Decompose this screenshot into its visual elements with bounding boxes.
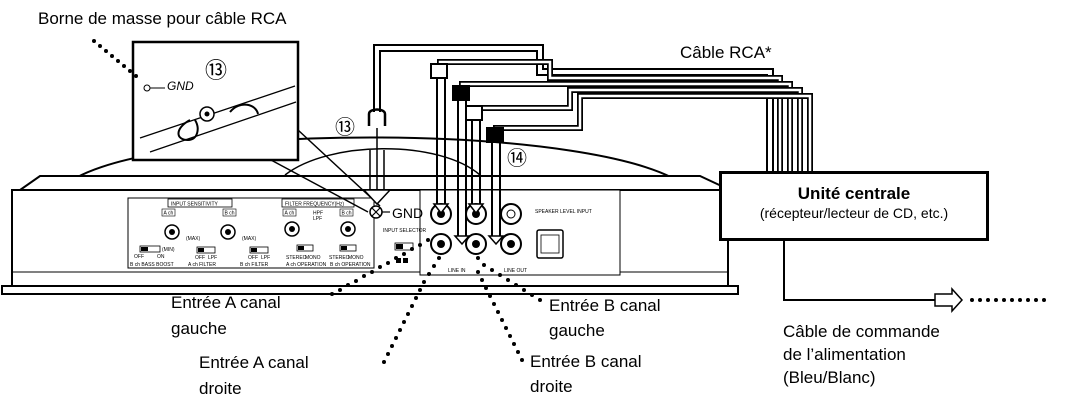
freq-b-ch-tag: B ch [342, 211, 352, 217]
callout-input-b-right-line1: Entrée B canal [530, 352, 642, 371]
leader-input-b-left [476, 256, 542, 302]
callout-power-cable-line3: (Bleu/Blanc) [783, 368, 876, 387]
b-operation-label: B ch OPERATION [330, 262, 371, 268]
callout-power-cable-line2: de l’alimentation [783, 345, 906, 364]
ground-arrow-icon [362, 189, 392, 206]
knob-a-max-label: (MAX) [186, 236, 201, 242]
leader-input-a-right [382, 256, 441, 364]
leader-power-cable [970, 298, 1046, 302]
inset-ref-13: ⑬ [205, 59, 227, 84]
a-filter-label: A ch FILTER [188, 262, 216, 268]
callout-input-a-right-line1: Entrée A canal [199, 353, 309, 372]
b-filter-lpf-label: LPF [261, 255, 270, 261]
bass-boost-min-label: (MIN) [162, 247, 175, 253]
leader-input-b-right [476, 270, 524, 362]
knob-sensitivity-a[interactable] [164, 224, 180, 240]
power-control-wire [783, 241, 935, 301]
knob-sensitivity-b[interactable] [220, 224, 236, 240]
rca-plug-a-left-icon [430, 63, 448, 79]
input-selector-label: INPUT SELECTOR [383, 228, 427, 234]
a-filter-switch[interactable] [196, 246, 216, 254]
filter-frequency-label: FILTER FREQUENCY(Hz) [285, 202, 344, 208]
knob-frequency-a[interactable] [284, 221, 300, 237]
line-in-jack-b-right[interactable] [465, 233, 487, 255]
line-out-jack-right[interactable] [500, 233, 522, 255]
sens-a-ch-tag: A ch [164, 211, 174, 217]
bass-boost-label: B ch BASS BOOST [130, 262, 174, 268]
hpf-label: HPF [313, 211, 323, 217]
inset-lug-icon [177, 119, 199, 142]
ref-14-label: ⑭ [507, 146, 527, 170]
line-out-jack-left[interactable] [500, 203, 522, 225]
knob-frequency-b[interactable] [340, 221, 356, 237]
rca-cables [430, 59, 813, 246]
b-op-mono-label: MONO [348, 255, 364, 261]
line-in-label: LINE IN [448, 268, 466, 274]
lpf-label: LPF [313, 216, 322, 222]
input-selector-switch[interactable] [394, 242, 414, 251]
input-sensitivity-label: INPUT SENSITIVITY [171, 202, 219, 208]
callout-input-b-left-line1: Entrée B canal [549, 296, 661, 315]
inset-gnd-label: GND [167, 79, 194, 93]
leader-ground-terminal [92, 39, 138, 78]
knob-b-max-label: (MAX) [242, 236, 257, 242]
a-filter-lpf-label: LPF [208, 255, 217, 261]
filter-frequency-frame [281, 198, 355, 208]
ground-lug-icon [367, 108, 387, 126]
b-filter-label: B ch FILTER [240, 262, 269, 268]
b-operation-switch[interactable] [339, 244, 357, 252]
bass-boost-on-label: ON [157, 254, 165, 260]
line-out-label: LINE OUT [504, 268, 527, 274]
a-op-stereo-label: STEREO [286, 255, 307, 261]
power-arrow-icon [934, 287, 964, 313]
rca-plug-b-left-icon [465, 105, 483, 121]
sens-b-ch-tag: B ch [225, 211, 235, 217]
leader-input-a-left [330, 238, 430, 296]
speaker-level-input-label: SPEAKER LEVEL INPUT [535, 209, 592, 215]
rca-cable-label: Câble RCA* [680, 43, 772, 62]
line-in-jack-a-right[interactable] [430, 233, 452, 255]
head-unit-title: Unité centrale [797, 184, 911, 203]
bass-boost-switch[interactable] [139, 245, 161, 253]
ground-inset: GND ⑬ [131, 40, 300, 162]
rca-plug-a-right-icon [452, 85, 470, 101]
head-unit-box: Unité centrale (récepteur/lecteur de CD,… [719, 171, 989, 241]
b-filter-off-label: OFF [248, 255, 258, 261]
leader-lines [92, 39, 1046, 364]
gnd-label: GND [392, 205, 423, 221]
bass-boost-off-label: OFF [134, 254, 144, 260]
input-sensitivity-frame [167, 198, 233, 208]
callout-input-a-right-line2: droite [199, 379, 242, 398]
callout-input-b-left-line2: gauche [549, 321, 605, 340]
ground-screw[interactable] [369, 205, 383, 219]
rca-plug-b-right-icon [486, 127, 504, 143]
head-unit-subtitle: (récepteur/lecteur de CD, etc.) [759, 205, 949, 221]
a-op-mono-label: MONO [305, 255, 321, 261]
a-operation-switch[interactable] [296, 244, 314, 252]
b-op-stereo-label: STEREO [329, 255, 350, 261]
a-filter-off-label: OFF [195, 255, 205, 261]
ref-13-label: ⑬ [335, 115, 355, 139]
b-filter-switch[interactable] [249, 246, 269, 254]
callout-input-a-left-line1: Entrée A canal [171, 293, 281, 312]
a-operation-label: A ch OPERATION [286, 262, 327, 268]
freq-a-ch-tag: A ch [285, 211, 295, 217]
ground-terminal-label: Borne de masse pour câble RCA [38, 9, 287, 28]
callout-power-cable-line1: Câble de commande [783, 322, 940, 341]
callout-input-a-left-line2: gauche [171, 319, 227, 338]
callout-input-b-right-line2: droite [530, 377, 573, 396]
